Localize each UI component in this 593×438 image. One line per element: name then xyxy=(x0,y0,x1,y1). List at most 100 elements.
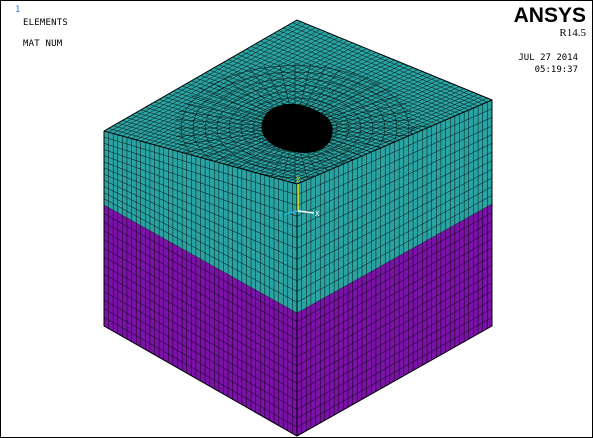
mesh-line xyxy=(297,290,492,402)
plot-title: ELEMENTS xyxy=(23,18,68,28)
mesh-line xyxy=(273,33,469,111)
mesh-line xyxy=(297,134,492,228)
right-lower-mesh xyxy=(297,204,492,436)
mesh-line xyxy=(297,317,492,428)
mesh-line xyxy=(297,125,492,217)
mesh-line xyxy=(302,65,327,112)
left-lower-mesh xyxy=(104,205,297,436)
mesh-line xyxy=(104,161,297,238)
mesh-line xyxy=(104,155,297,228)
mesh-line xyxy=(237,54,432,127)
mesh-line xyxy=(279,144,292,184)
mesh-line xyxy=(104,248,297,358)
mesh-line xyxy=(248,67,284,113)
mesh-line xyxy=(104,256,297,366)
mesh-line xyxy=(318,88,391,118)
mesh-line xyxy=(297,282,492,393)
x-axis-label: X xyxy=(315,210,320,218)
mesh-line xyxy=(104,273,297,384)
mesh-line xyxy=(184,102,268,122)
mesh-line xyxy=(104,299,297,410)
mesh-line xyxy=(104,239,297,349)
mesh-line xyxy=(108,128,302,183)
mesh-line xyxy=(306,67,342,113)
mesh-line xyxy=(218,64,414,135)
mesh-line xyxy=(313,76,369,115)
mesh-line xyxy=(323,110,411,124)
mesh-line xyxy=(324,119,414,127)
mesh-line xyxy=(316,81,380,117)
mesh-line xyxy=(104,167,297,249)
mesh-line xyxy=(104,143,297,206)
mesh-line xyxy=(297,221,492,331)
mesh-line xyxy=(104,149,297,217)
mesh-line xyxy=(199,88,272,118)
mesh-line xyxy=(221,76,277,115)
y-axis-line xyxy=(284,210,299,215)
mesh-line xyxy=(297,204,492,314)
mesh-line xyxy=(297,186,492,292)
mesh-line xyxy=(140,109,335,169)
mesh-line xyxy=(297,195,492,303)
mesh-line xyxy=(176,119,266,127)
mesh-line xyxy=(250,46,446,121)
mesh-line xyxy=(104,282,297,393)
mesh-line xyxy=(241,51,437,125)
mesh-line xyxy=(104,308,297,419)
mesh-line xyxy=(104,291,297,402)
mesh-line xyxy=(131,114,325,173)
mesh-line xyxy=(279,63,292,112)
mesh-line xyxy=(287,25,483,105)
mesh-line xyxy=(297,212,492,322)
mesh-line xyxy=(136,112,330,171)
mesh-line xyxy=(278,30,474,109)
display-mode-label: MAT NUM xyxy=(23,39,63,49)
mesh-line xyxy=(210,81,274,117)
release-label: R14.5 xyxy=(559,27,586,39)
mesh-line xyxy=(104,186,297,281)
window-number: 1 xyxy=(15,5,21,15)
date-label: JUL 27 2014 xyxy=(518,53,578,63)
timestamp: JUL 27 2014 05:19:37 xyxy=(518,52,578,76)
mesh-line xyxy=(263,65,288,112)
mesh-line xyxy=(176,129,266,137)
mesh-line xyxy=(104,180,297,271)
coordinate-triad: Z X Y xyxy=(278,176,320,219)
mesh-line xyxy=(320,95,399,120)
mesh-line xyxy=(234,71,281,114)
mesh-line xyxy=(297,143,492,238)
mesh-line xyxy=(297,151,492,249)
mesh-line xyxy=(297,169,492,271)
mesh-line xyxy=(179,110,267,124)
mesh-line xyxy=(297,238,492,349)
mesh-line xyxy=(297,108,492,195)
mesh-line xyxy=(264,38,460,115)
mesh-line xyxy=(104,198,297,303)
mesh-line xyxy=(145,106,339,167)
mesh-line xyxy=(223,62,418,133)
mesh-line xyxy=(104,173,297,260)
mesh-line xyxy=(292,22,488,103)
mesh-line xyxy=(255,43,451,119)
hole-opening xyxy=(261,103,333,153)
mesh-line xyxy=(122,120,316,177)
mesh-line xyxy=(269,35,465,113)
mesh-line xyxy=(298,63,311,112)
mesh-line xyxy=(104,265,297,375)
mesh-line xyxy=(104,136,297,195)
mesh-line xyxy=(104,222,297,331)
mesh-line xyxy=(104,213,297,322)
mesh-line xyxy=(297,256,492,366)
mesh-line xyxy=(297,308,492,419)
mesh-line xyxy=(297,299,492,410)
mesh-line xyxy=(104,317,297,428)
time-label: 05:19:37 xyxy=(534,65,578,75)
mesh-line xyxy=(297,273,492,384)
mesh-line xyxy=(324,129,414,137)
mesh-line xyxy=(297,177,492,281)
mesh-line xyxy=(297,247,492,358)
mesh-line xyxy=(159,99,353,161)
y-axis-label: Y xyxy=(278,211,283,219)
